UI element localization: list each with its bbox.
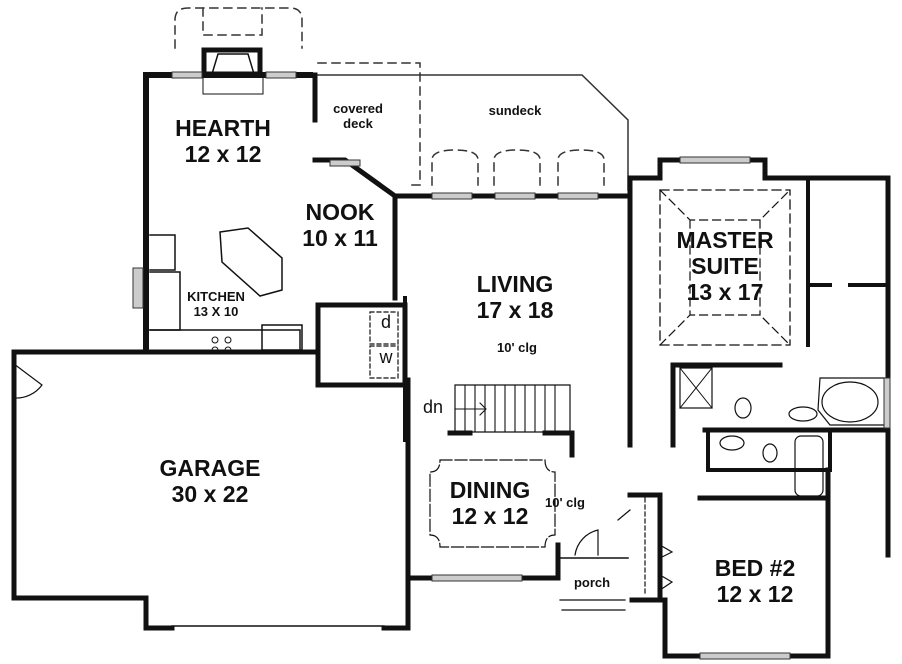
kitchen-size: 13 X 10	[193, 303, 239, 319]
master-line2: SUITE	[691, 252, 759, 279]
master-size: 13 x 17	[686, 278, 764, 305]
nook-name: NOOK	[305, 199, 375, 225]
kitchen-name: KITCHEN	[187, 289, 245, 304]
nook-size: 10 x 11	[302, 224, 378, 251]
living-ceiling-note: 10' clg	[497, 340, 537, 355]
covered-deck-line2: deck	[343, 115, 373, 131]
sundeck-name: sundeck	[488, 103, 542, 118]
dryer-label: d	[380, 312, 391, 332]
room-label-kitchen: KITCHEN 13 X 10	[176, 289, 256, 319]
room-label-living: LIVING 17 x 18	[455, 271, 575, 324]
room-label-sundeck: sundeck	[470, 103, 560, 119]
room-label-nook: NOOK 10 x 11	[285, 199, 395, 252]
dining-size: 12 x 12	[451, 502, 529, 529]
room-label-hearth: HEARTH 12 x 12	[168, 115, 278, 168]
room-label-garage: GARAGE 30 x 22	[140, 455, 280, 508]
living-name: LIVING	[476, 271, 554, 297]
covered-deck-line1: covered	[333, 101, 383, 116]
room-label-covered-deck: covered deck	[318, 101, 398, 131]
stairs-down-label: dn	[422, 397, 444, 417]
room-label-porch: porch	[573, 575, 611, 590]
dining-name: DINING	[449, 477, 531, 503]
garage-size: 30 x 22	[171, 480, 249, 507]
bed2-size: 12 x 12	[716, 580, 794, 607]
room-label-dining: DINING 12 x 12	[430, 477, 550, 530]
hearth-size: 12 x 12	[184, 140, 262, 167]
hearth-name: HEARTH	[175, 115, 271, 141]
washer-label: w	[379, 347, 393, 367]
dining-ceiling-note: 10' clg	[545, 495, 585, 510]
room-label-master-suite: MASTER SUITE 13 x 17	[655, 227, 795, 305]
bed2-name: BED #2	[714, 555, 796, 581]
living-size: 17 x 18	[476, 296, 554, 323]
master-line1: MASTER	[676, 227, 774, 253]
room-label-bed-2: BED #2 12 x 12	[690, 555, 820, 608]
garage-name: GARAGE	[159, 455, 261, 481]
